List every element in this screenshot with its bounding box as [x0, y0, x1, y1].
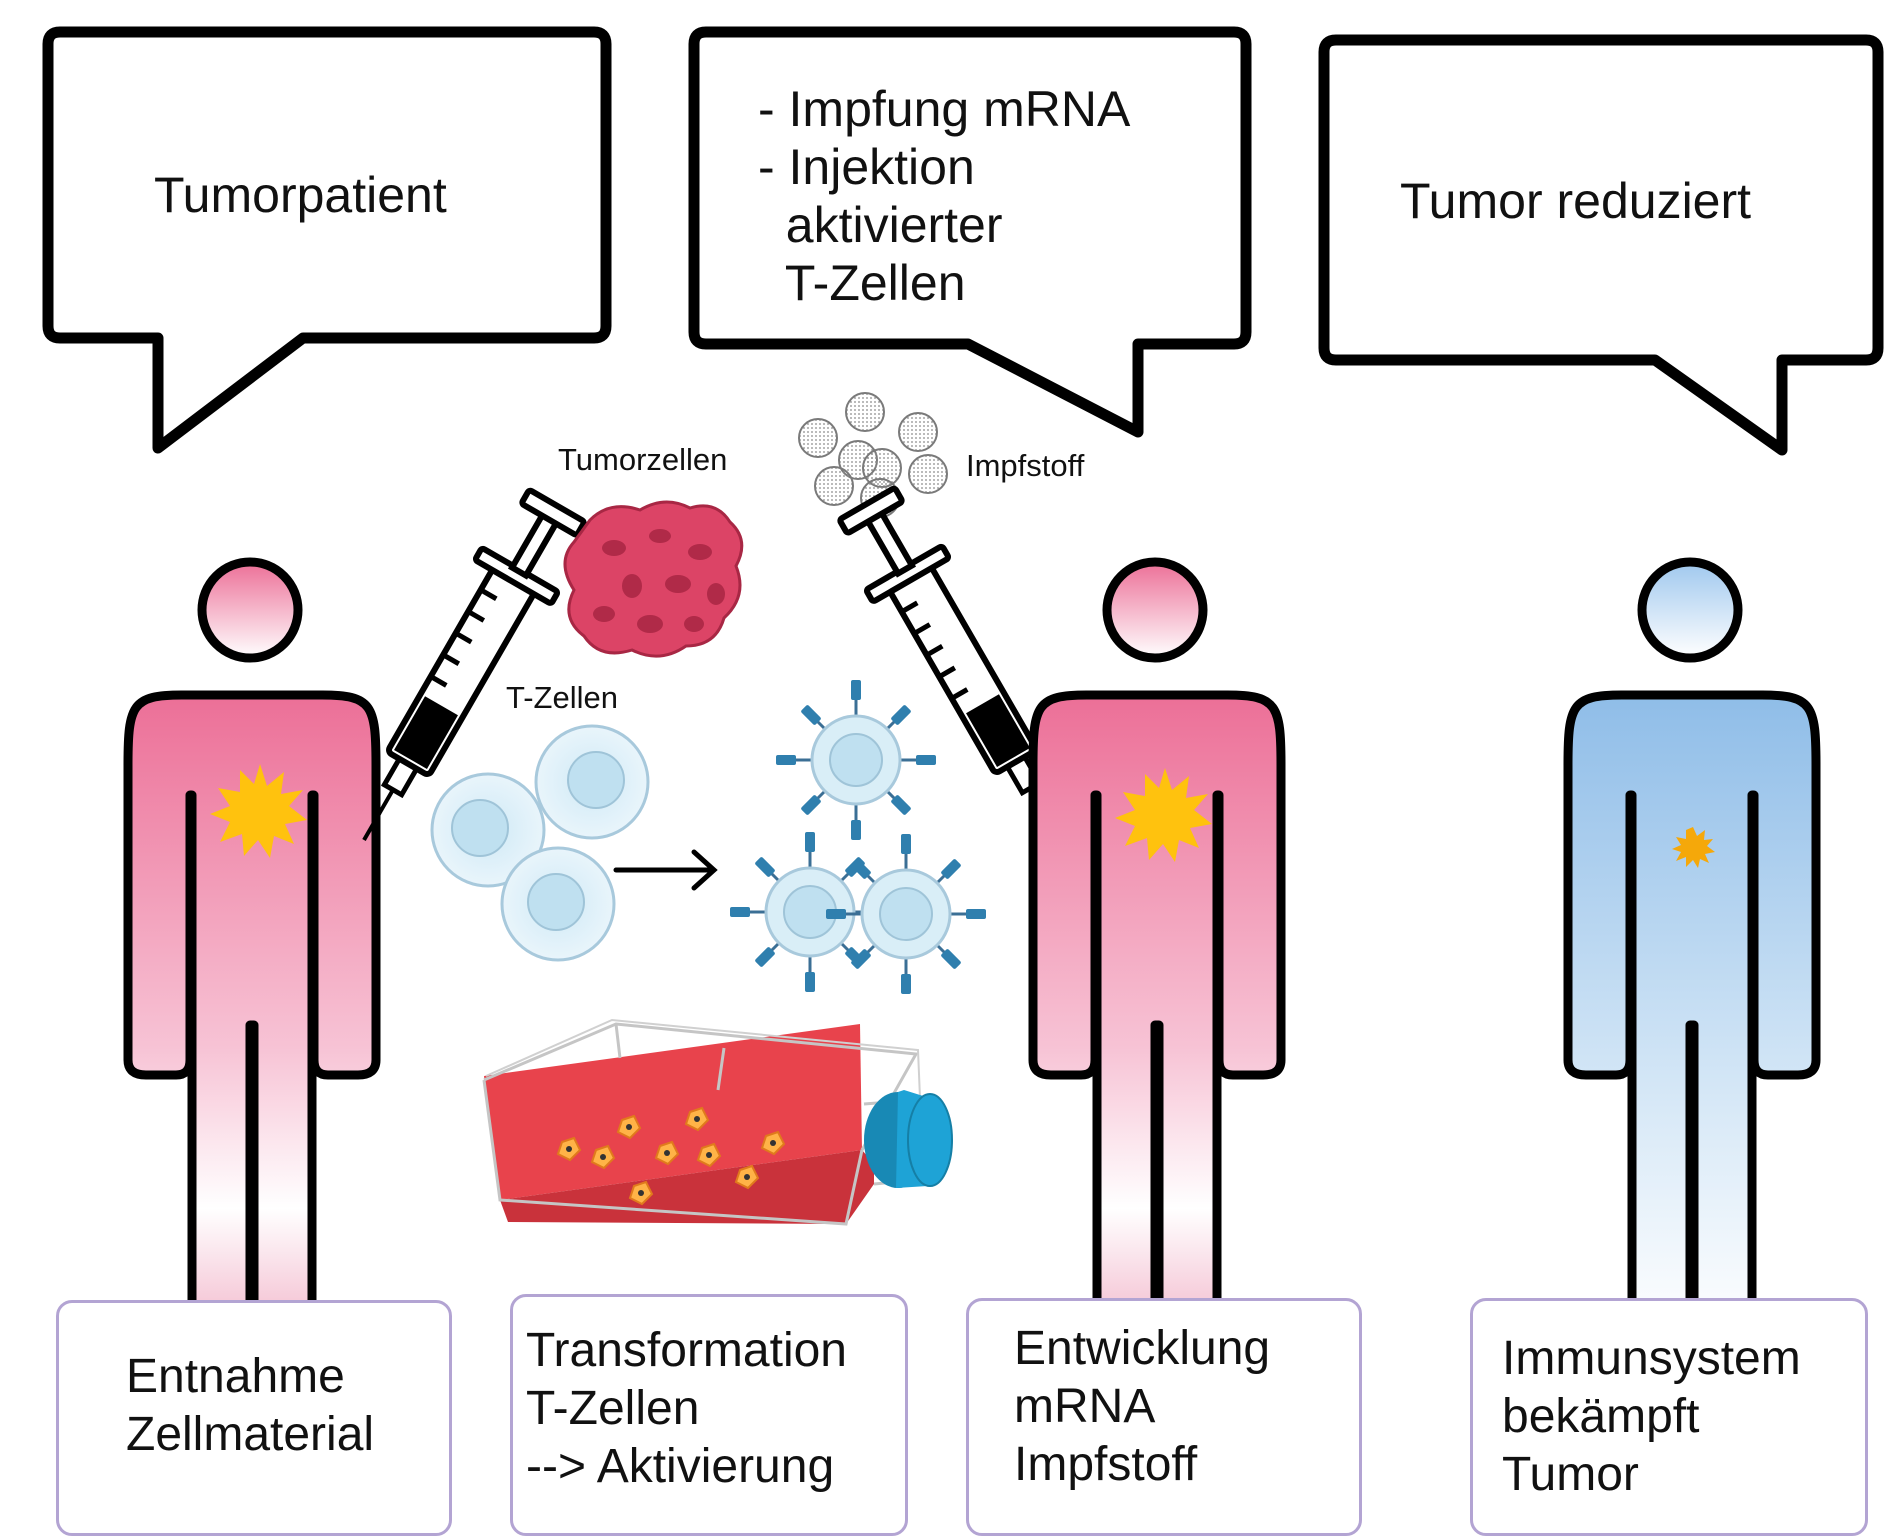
step-box-4	[1470, 1298, 1868, 1536]
t-cell-icon	[430, 724, 650, 962]
step-line: bekämpft	[1502, 1390, 1700, 1443]
bubble-line: Tumorpatient	[154, 167, 447, 223]
step-box-2	[510, 1294, 908, 1536]
person-figure-healed	[1568, 557, 1816, 1337]
tumor-tissue-icon	[563, 500, 744, 658]
step-line: Entnahme	[126, 1350, 345, 1403]
bubble-line: aktivierter	[758, 197, 1003, 253]
bubble-line: Tumor reduziert	[1400, 173, 1752, 229]
step-text-2: Transformation T-Zellen --> Aktivierung	[526, 1322, 847, 1496]
bubble-text-result: Tumor reduziert	[1400, 172, 1751, 230]
bubble-line: T-Zellen	[758, 255, 966, 311]
step-box-3	[966, 1298, 1362, 1536]
bubble-text-patient: Tumorpatient	[154, 166, 447, 224]
label-t-cells: T-Zellen	[506, 680, 618, 715]
speech-bubble-result	[1318, 34, 1884, 456]
step-line: Tumor	[1502, 1448, 1639, 1501]
step-line: Immunsystem	[1502, 1332, 1801, 1385]
speech-bubble-treatment	[688, 26, 1252, 438]
person-figure-treated	[1033, 557, 1281, 1337]
label-vaccine: Impfstoff	[966, 448, 1085, 483]
label-tumor-cells: Tumorzellen	[558, 442, 728, 477]
step-line: mRNA	[1014, 1380, 1156, 1433]
bubble-line: - Injektion	[758, 139, 975, 195]
tumor-star-icon	[210, 764, 307, 858]
arrow-right-icon	[613, 849, 718, 891]
person-figure-patient	[128, 557, 376, 1337]
step-line: Entwicklung	[1014, 1322, 1271, 1375]
step-text-1: Entnahme Zellmaterial	[126, 1348, 374, 1464]
step-line: Impfstoff	[1014, 1438, 1198, 1491]
step-box-1	[56, 1300, 452, 1536]
step-line: --> Aktivierung	[526, 1440, 835, 1493]
tumor-star-icon	[1115, 768, 1212, 862]
culture-flask-icon	[482, 1018, 953, 1226]
activated-t-cell-icon	[728, 678, 988, 996]
speech-bubble-patient	[42, 26, 612, 454]
bubble-text-treatment: - Impfung mRNA - Injektion aktivierter T…	[758, 80, 1130, 312]
tumor-star-icon	[1672, 827, 1715, 868]
step-text-4: Immunsystem bekämpft Tumor	[1502, 1330, 1801, 1504]
step-line: Transformation	[526, 1324, 847, 1377]
bubble-line: - Impfung mRNA	[758, 81, 1131, 137]
step-line: T-Zellen	[526, 1382, 700, 1435]
step-text-3: Entwicklung mRNA Impfstoff	[1014, 1320, 1270, 1494]
step-line: Zellmaterial	[126, 1408, 375, 1461]
